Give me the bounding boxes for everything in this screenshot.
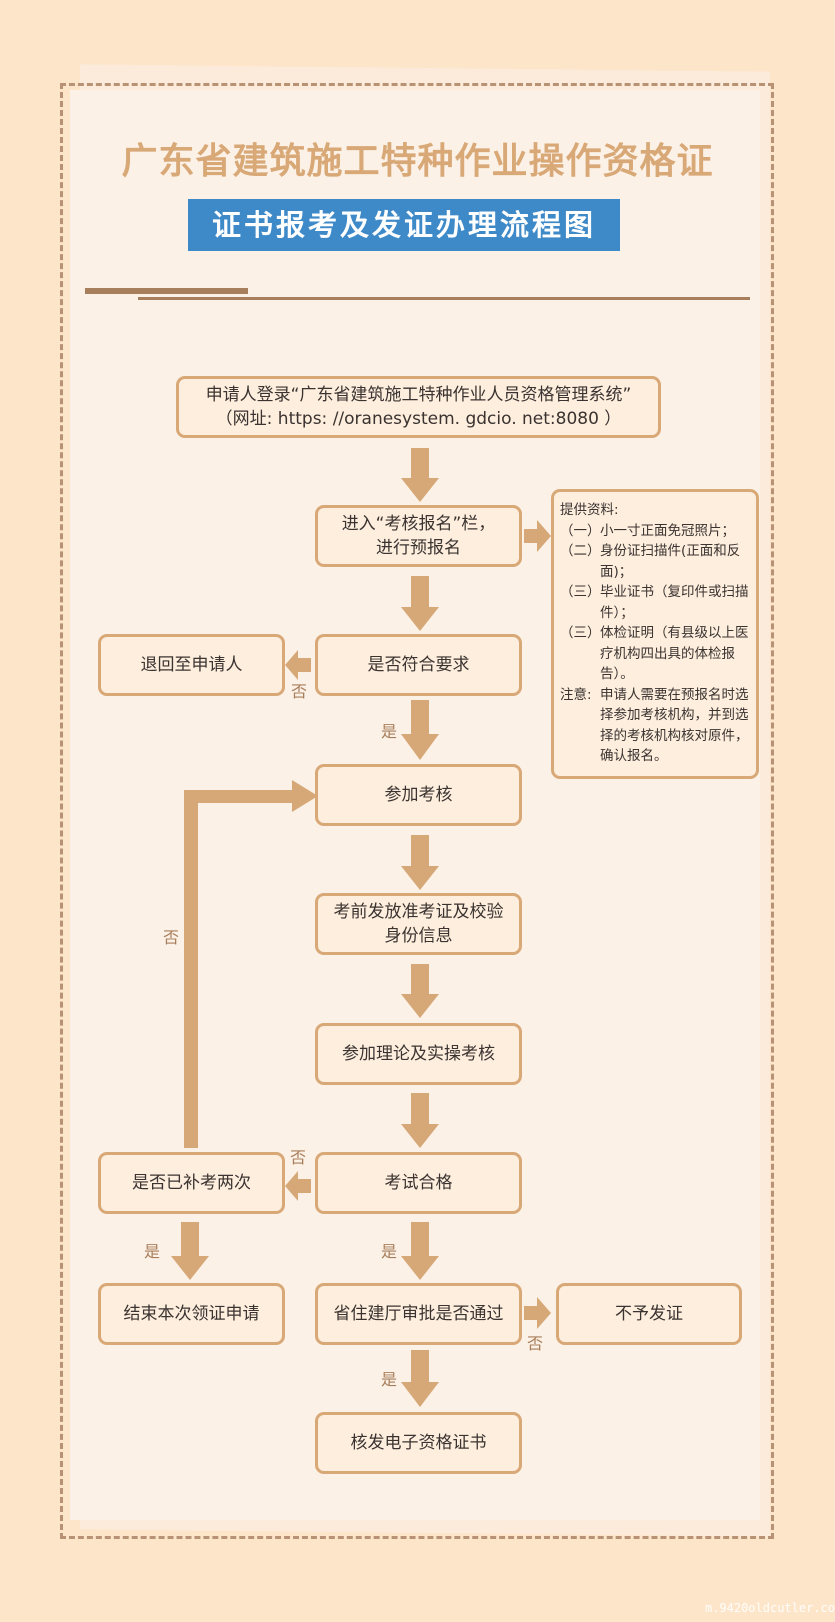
- step-pre-register-line1: 进入“考核报名”栏，: [341, 514, 496, 534]
- arrow-left-retaken: [285, 1171, 311, 1201]
- step-admission: 考前发放准考证及校验 身份信息: [315, 893, 522, 955]
- materials-item-text: 身份证扫描件(正面和反面)；: [600, 543, 741, 580]
- step-theory-practice: 参加理论及实操考核: [315, 1023, 522, 1085]
- materials-item-text: 小一寸正面免冠照片；: [600, 522, 735, 539]
- materials-item-text: 毕业证书（复印件或扫描件）；: [600, 584, 749, 621]
- arrow-loop-back: [184, 780, 318, 1148]
- materials-item-num: （二）: [560, 543, 601, 559]
- note-text: 申请人需要在预报名时选择参加考核机构，并到选择的考核机构核对原件，确认报名。: [600, 686, 749, 765]
- step-pre-register: 进入“考核报名”栏， 进行预报名: [315, 505, 522, 567]
- arrow-down-end: [171, 1222, 209, 1280]
- label-yes-check: 是: [381, 722, 398, 741]
- label-no-exam: 否: [290, 1148, 307, 1167]
- arrow-left-return: [285, 650, 311, 680]
- step-attend-exam: 参加考核: [315, 764, 522, 826]
- arrow-down-6: [401, 1093, 439, 1148]
- step-end-application: 结束本次领证申请: [98, 1283, 285, 1345]
- label-yes-exam: 是: [381, 1242, 398, 1261]
- step-admission-line2: 身份信息: [384, 926, 453, 946]
- materials-item: （三） 毕业证书（复印件或扫描件）；: [560, 582, 750, 623]
- materials-item-num: （一）: [560, 522, 601, 539]
- materials-note-row: 注意: 申请人需要在预报名时选择参加考核机构，并到选择的考核机构核对原件，确认报…: [560, 685, 750, 767]
- divider-thin: [138, 297, 750, 300]
- step-login-line1: 申请人登录“广东省建筑施工特种作业人员资格管理系统”: [205, 385, 632, 405]
- label-no-loop: 否: [163, 928, 180, 947]
- step-pre-register-line2: 进行预报名: [376, 538, 461, 558]
- arrow-down-3: [401, 700, 439, 760]
- step-login: 申请人登录“广东省建筑施工特种作业人员资格管理系统” （网址: https: /…: [176, 376, 661, 438]
- dashed-frame: [60, 83, 774, 1539]
- materials-item: （三） 体检证明（有县级以上医疗机构四出具的体检报告）。: [560, 623, 750, 685]
- step-login-line2: （网址: https: //oranesystem. gdcio. net:80…: [215, 409, 622, 429]
- arrow-down-8: [401, 1350, 439, 1407]
- decision-exam-passed: 考试合格: [315, 1152, 522, 1214]
- label-no-check: 否: [291, 682, 308, 701]
- watermark: m.9420oldcutler.co: [704, 1601, 835, 1615]
- arrow-down-1: [401, 448, 439, 502]
- arrow-down-7: [401, 1222, 439, 1280]
- arrow-down-2: [401, 576, 439, 631]
- materials-item: （一） 小一寸正面免冠照片；: [560, 521, 750, 542]
- materials-item-text: 体检证明（有县级以上医疗机构四出具的体检报告）。: [600, 625, 749, 682]
- materials-note: 提供资料: （一） 小一寸正面免冠照片； （二） 身份证扫描件(正面和反面)； …: [551, 489, 759, 779]
- decision-provincial-approval: 省住建厅审批是否通过: [315, 1283, 522, 1345]
- arrow-right-no-cert: [524, 1297, 551, 1329]
- materials-item: （二） 身份证扫描件(正面和反面)；: [560, 541, 750, 582]
- label-yes-approval: 是: [381, 1370, 398, 1389]
- page-title: 广东省建筑施工特种作业操作资格证: [121, 141, 714, 182]
- step-issue-certificate: 核发电子资格证书: [315, 1412, 522, 1474]
- arrow-down-4: [401, 835, 439, 890]
- arrow-right-materials: [524, 520, 551, 552]
- divider-thick: [85, 288, 248, 294]
- step-admission-line1: 考前发放准考证及校验: [333, 902, 504, 922]
- materials-item-num: （三）: [560, 625, 601, 641]
- step-return-applicant: 退回至申请人: [98, 634, 285, 696]
- step-no-certificate: 不予发证: [556, 1283, 742, 1345]
- decision-retaken-twice: 是否已补考两次: [98, 1152, 285, 1214]
- label-yes-retaken: 是: [144, 1242, 161, 1261]
- note-label: 注意:: [560, 686, 592, 703]
- materials-item-num: （三）: [560, 584, 601, 600]
- arrow-down-5: [401, 964, 439, 1018]
- label-no-approval: 否: [527, 1334, 544, 1353]
- decision-check-requirements: 是否符合要求: [315, 634, 522, 696]
- materials-heading: 提供资料:: [560, 502, 619, 518]
- subtitle-banner: 证书报考及发证办理流程图: [188, 199, 620, 251]
